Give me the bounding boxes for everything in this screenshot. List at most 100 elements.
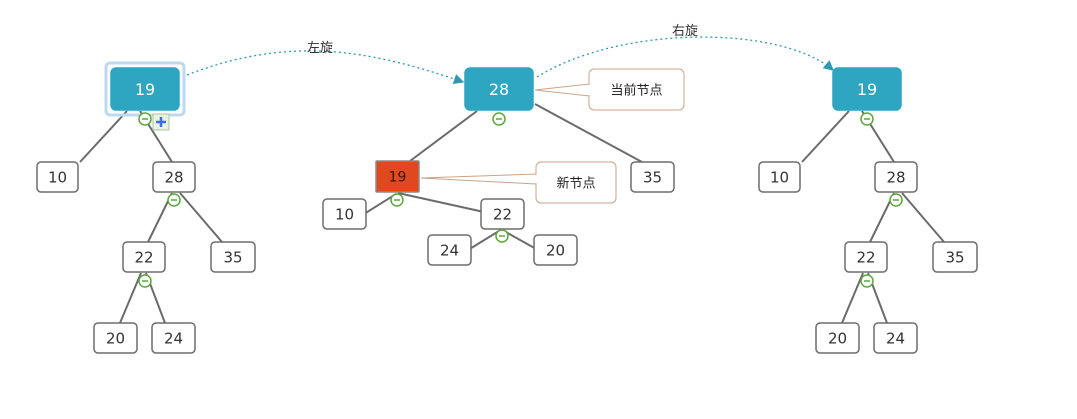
node-label: 24 <box>886 329 905 347</box>
node-box <box>152 161 196 193</box>
tree-edge <box>119 272 142 324</box>
tree-edge <box>397 192 485 213</box>
node-label: 28 <box>164 168 183 186</box>
tree-edge <box>841 272 864 324</box>
arrow-path <box>186 50 465 84</box>
tree-edge <box>363 193 397 215</box>
collapse-toggle-icon[interactable] <box>495 229 509 243</box>
node-label: 19 <box>389 170 407 186</box>
node-box <box>427 234 472 266</box>
node-box <box>110 67 180 111</box>
node-box <box>873 322 918 354</box>
node-box <box>758 161 801 193</box>
collapse-toggle-icon[interactable] <box>860 274 874 288</box>
tree-edge <box>901 192 945 243</box>
node-label: 22 <box>493 205 512 223</box>
node-box <box>36 161 79 193</box>
node-label: 22 <box>134 248 153 266</box>
node-label: 28 <box>489 80 509 99</box>
tree-node-t3-root[interactable]: 19 <box>832 67 902 111</box>
tree-node-t3-20[interactable]: 20 <box>815 322 860 354</box>
node-box <box>322 198 367 230</box>
node-label: 10 <box>335 205 354 223</box>
toggles-layer <box>138 112 903 288</box>
arrow-path <box>536 36 834 78</box>
node-label: 35 <box>223 248 242 266</box>
tree-node-t3-24[interactable]: 24 <box>873 322 918 354</box>
nodes-layer: 19 10 28 22 35 20 24 28 19 35 10 22 24 20 19 10 28 22 35 20… <box>36 61 978 354</box>
tree-node-t1-28[interactable]: 28 <box>152 161 196 193</box>
node-label: 24 <box>440 241 459 259</box>
node-label: 24 <box>164 329 183 347</box>
tree-node-t1-22[interactable]: 22 <box>122 241 166 273</box>
collapse-toggle-icon[interactable] <box>889 193 903 207</box>
tree-node-t2-35[interactable]: 35 <box>630 161 675 193</box>
node-label: 20 <box>546 241 565 259</box>
add-child-plus-icon[interactable] <box>152 113 170 131</box>
node-box <box>151 322 196 354</box>
node-label: 20 <box>828 329 847 347</box>
tree-node-t2-root[interactable]: 28 <box>464 67 534 111</box>
tree-node-t2-24[interactable]: 24 <box>427 234 472 266</box>
node-label: 10 <box>48 168 67 186</box>
tree-edge <box>801 110 850 163</box>
collapse-toggle-icon[interactable] <box>167 193 181 207</box>
tree-node-t1-24[interactable]: 24 <box>151 322 196 354</box>
node-box <box>480 198 525 230</box>
node-label: 35 <box>643 168 662 186</box>
node-box <box>93 322 138 354</box>
collapse-toggle-icon[interactable] <box>860 112 874 126</box>
tree-edge <box>503 230 539 251</box>
tree-node-t1-20[interactable]: 20 <box>93 322 138 354</box>
tree-node-t2-10[interactable]: 10 <box>322 198 367 230</box>
node-label: 28 <box>886 168 905 186</box>
node-label: 20 <box>106 329 125 347</box>
tree-node-t3-22[interactable]: 22 <box>844 241 888 273</box>
node-box <box>464 67 534 111</box>
collapse-toggle-icon[interactable] <box>492 112 506 126</box>
tree-edge <box>179 192 223 243</box>
node-label: 19 <box>857 80 877 99</box>
tree-node-t2-22[interactable]: 22 <box>480 198 525 230</box>
node-box <box>844 241 888 273</box>
node-label: 19 <box>135 80 155 99</box>
node-box <box>932 241 978 273</box>
node-box <box>210 241 256 273</box>
node-box <box>375 160 420 193</box>
tree-edge <box>467 230 500 251</box>
tree-edge <box>534 103 643 163</box>
tree-node-t2-19[interactable]: 19 <box>375 160 420 193</box>
collapse-toggle-icon[interactable] <box>138 112 152 126</box>
callout-new-node: 新节点 <box>420 161 617 204</box>
node-label: 22 <box>856 248 875 266</box>
tree-edge <box>79 110 128 163</box>
rotation-arrow-1: 左旋 <box>186 41 465 84</box>
node-box <box>533 234 578 266</box>
collapse-toggle-icon[interactable] <box>390 193 404 207</box>
node-box <box>874 161 918 193</box>
node-label: 10 <box>770 168 789 186</box>
tree-node-t2-20[interactable]: 20 <box>533 234 578 266</box>
node-label: 35 <box>945 248 964 266</box>
tree-node-t3-35[interactable]: 35 <box>932 241 978 273</box>
tree-node-t1-35[interactable]: 35 <box>210 241 256 273</box>
node-box <box>122 241 166 273</box>
node-box <box>630 161 675 193</box>
callout-current-node: 当前节点 <box>534 68 685 111</box>
tree-node-t3-28[interactable]: 28 <box>874 161 918 193</box>
collapse-toggle-icon[interactable] <box>138 274 152 288</box>
callout-text: 新节点 <box>556 176 595 192</box>
arrows-layer: 左旋 右旋 <box>186 24 834 84</box>
arrow-label: 左旋 <box>307 41 333 56</box>
node-box <box>832 67 902 111</box>
tree-node-t3-10[interactable]: 10 <box>758 161 801 193</box>
callout-text: 当前节点 <box>610 83 662 99</box>
node-box <box>815 322 860 354</box>
tree-node-t1-10[interactable]: 10 <box>36 161 79 193</box>
tree-edge <box>409 110 478 162</box>
arrow-label: 右旋 <box>672 24 698 39</box>
tree-node-t1-root[interactable]: 19 <box>104 61 186 117</box>
rotation-arrow-2: 右旋 <box>536 24 834 78</box>
